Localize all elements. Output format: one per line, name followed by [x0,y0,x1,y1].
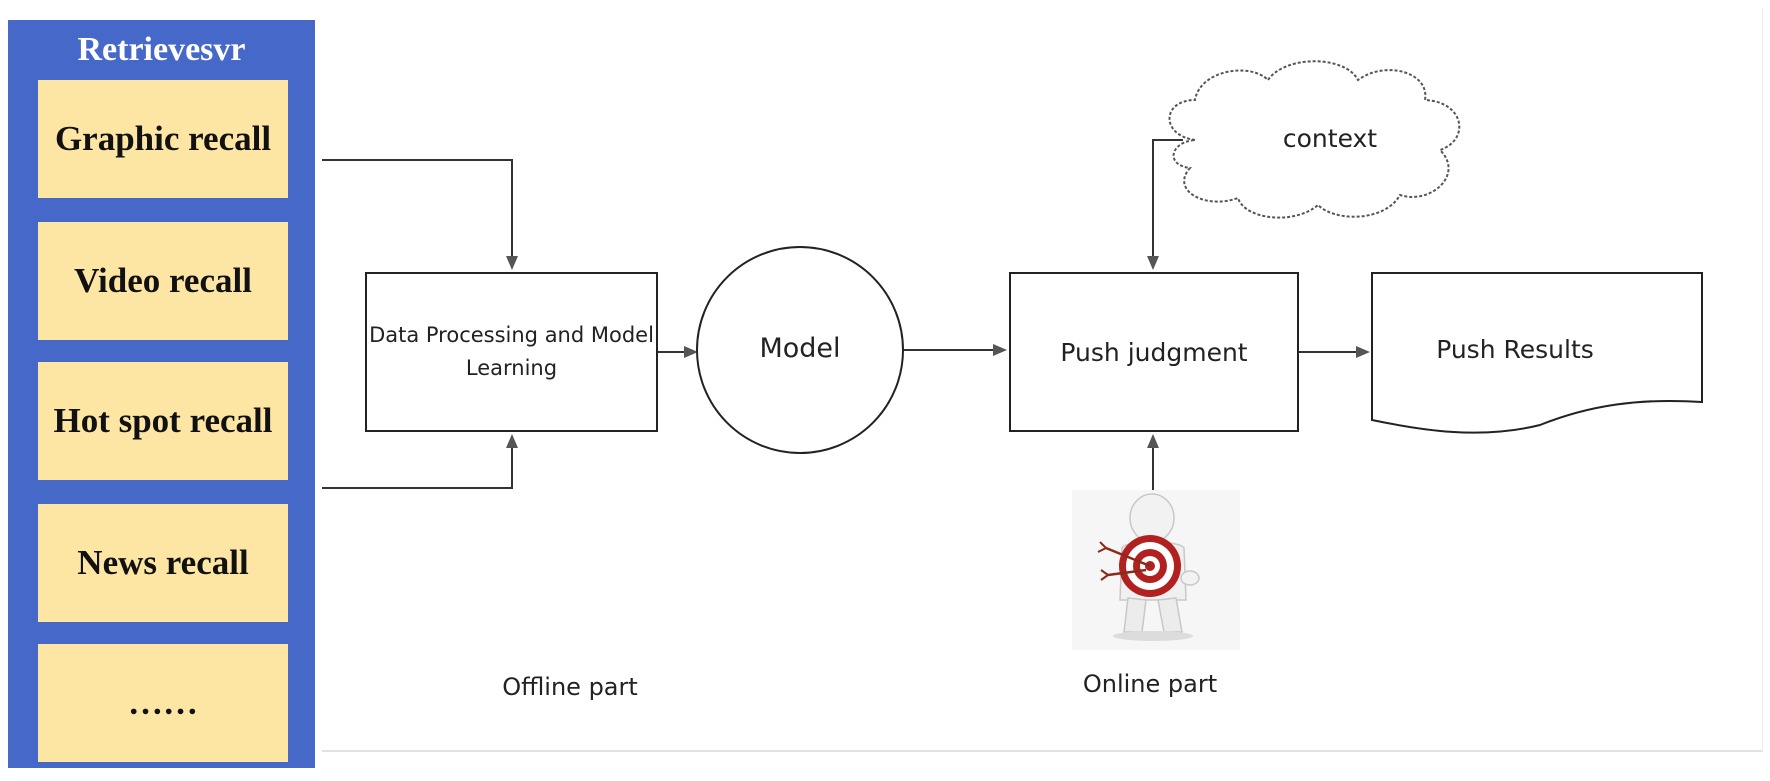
news-recall-box: News recall [38,504,288,622]
online-part-label: Online part [1082,670,1218,698]
context-cloud-node [1168,60,1461,219]
arrow-recall-to-processing-bottom [322,434,518,489]
push-results-node [1371,272,1703,434]
more-recall-box: …… [38,644,288,762]
person-holding-target-icon [1072,490,1240,650]
push-results-label: Push Results [1436,335,1594,364]
data-processing-node: Data Processing and Model Learning [365,272,658,432]
arrow-context-to-push-judgment [1147,139,1183,270]
hot-spot-recall-box: Hot spot recall [38,362,288,480]
offline-part-label: Offline part [502,673,638,701]
graphic-recall-box: Graphic recall [38,80,288,198]
push-judgment-node: Push judgment [1009,272,1299,432]
model-label: Model [759,333,841,364]
arrow-graphic-to-processing [322,159,518,270]
retriever-title: Retrievesvr [77,31,246,68]
diagram-canvas-frame [322,8,1763,752]
context-label: context [1282,124,1378,153]
model-node [696,246,904,454]
retriever-panel: Retrievesvr Graphic recall Video recall … [8,20,315,768]
video-recall-box: Video recall [38,222,288,340]
